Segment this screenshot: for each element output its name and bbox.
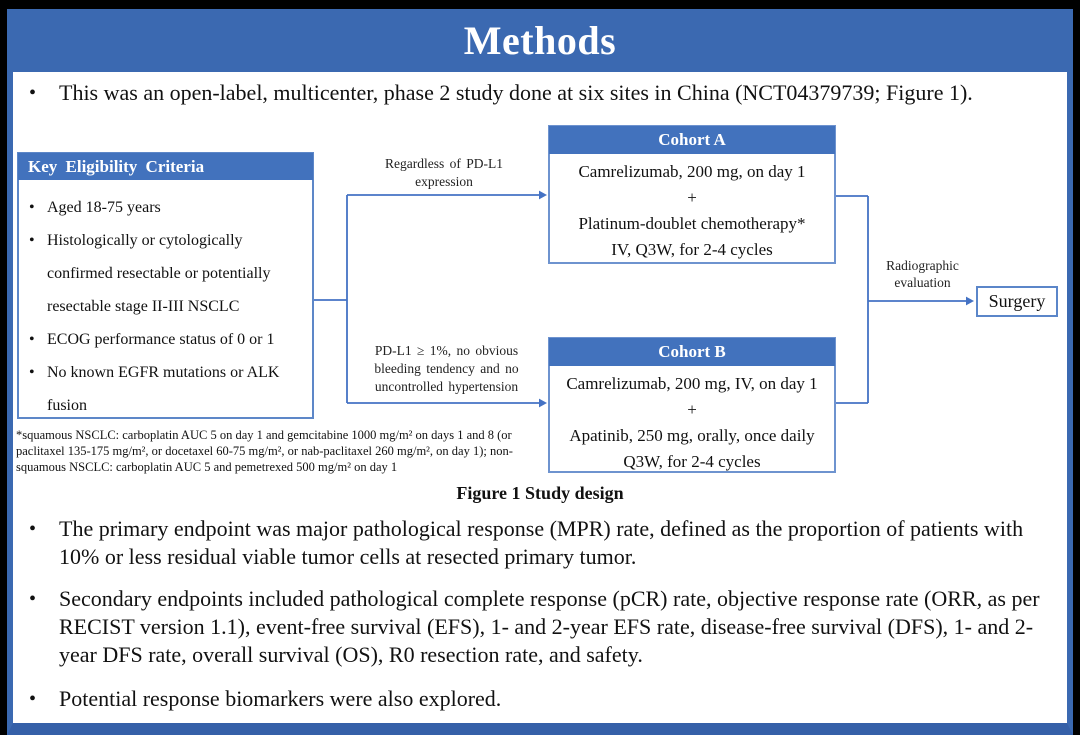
biomarkers-text: Potential response biomarkers were also … [59,686,502,711]
bullet-icon: • [29,518,37,540]
intro-bullet-row: • This was an open-label, multicenter, p… [29,79,1057,107]
cohort-b-header: Cohort B [549,338,835,366]
cohort-a-line: + [687,188,697,207]
bullet-icon: • [29,588,37,610]
surgery-label: Surgery [988,291,1046,311]
secondary-endpoints-text: Secondary endpoints included pathologica… [59,586,1040,667]
bullet-icon: • [29,688,37,710]
bullet-row: • Secondary endpoints included pathologi… [29,585,1055,669]
intro-bullet-text: This was an open-label, multicenter, pha… [59,80,973,105]
cohort-a-body: Camrelizumab, 200 mg, on day 1 + Platinu… [550,154,834,263]
bullet-row: • The primary endpoint was major patholo… [29,515,1055,571]
branch-label-cohort-b: PD-L1 ≥ 1%, no obvious bleeding tendency… [374,343,519,394]
chemotherapy-footnote: *squamous NSCLC: carboplatin AUC 5 on da… [16,428,513,474]
eligibility-item: ECOG performance status of 0 or 1 [25,323,308,356]
eligibility-item: Aged 18-75 years [25,191,308,224]
slide: Methods • This was an open-label, multic… [7,9,1073,735]
bullet-row: • Potential response biomarkers were als… [29,685,1055,713]
cohort-b-line: Q3W, for 2-4 cycles [623,452,761,471]
cohort-a-line: Platinum-doublet chemotherapy* [578,214,806,233]
slide-content: • This was an open-label, multicenter, p… [13,72,1067,711]
cohort-a-box: Cohort A Camrelizumab, 200 mg, on day 1 … [548,125,836,264]
title-banner: Methods [7,9,1073,72]
radiographic-evaluation-label: Radiographic evaluation [886,258,959,290]
figure-caption: Figure 1 Study design [456,483,624,503]
cohort-a-header: Cohort A [549,126,835,154]
primary-endpoint-text: The primary endpoint was major pathologi… [59,516,1024,569]
eligibility-list: Aged 18-75 years Histologically or cytol… [19,180,312,422]
bullet-icon: • [29,82,37,104]
surgery-box: Surgery [976,286,1058,317]
cohort-b-box: Cohort B Camrelizumab, 200 mg, IV, on da… [548,337,836,473]
branch-label-cohort-a: Regardless of PD-L1 expression [385,156,503,189]
eligibility-box: Key Eligibility Criteria Aged 18-75 year… [17,152,314,419]
page-title: Methods [463,18,617,63]
cohort-a-line: Camrelizumab, 200 mg, on day 1 [578,162,806,181]
eligibility-item: No known EGFR mutations or ALK fusion [25,356,308,422]
endpoint-bullets: • The primary endpoint was major patholo… [29,515,1055,713]
cohort-b-line: + [687,400,697,419]
eligibility-header: Key Eligibility Criteria [18,153,313,180]
cohort-b-line: Apatinib, 250 mg, orally, once daily [569,426,815,445]
cohort-b-line: Camrelizumab, 200 mg, IV, on day 1 [566,374,818,393]
cohort-a-line: IV, Q3W, for 2-4 cycles [611,240,773,259]
eligibility-item: Histologically or cytologically confirme… [25,224,308,323]
cohort-b-body: Camrelizumab, 200 mg, IV, on day 1 + Apa… [550,366,834,475]
